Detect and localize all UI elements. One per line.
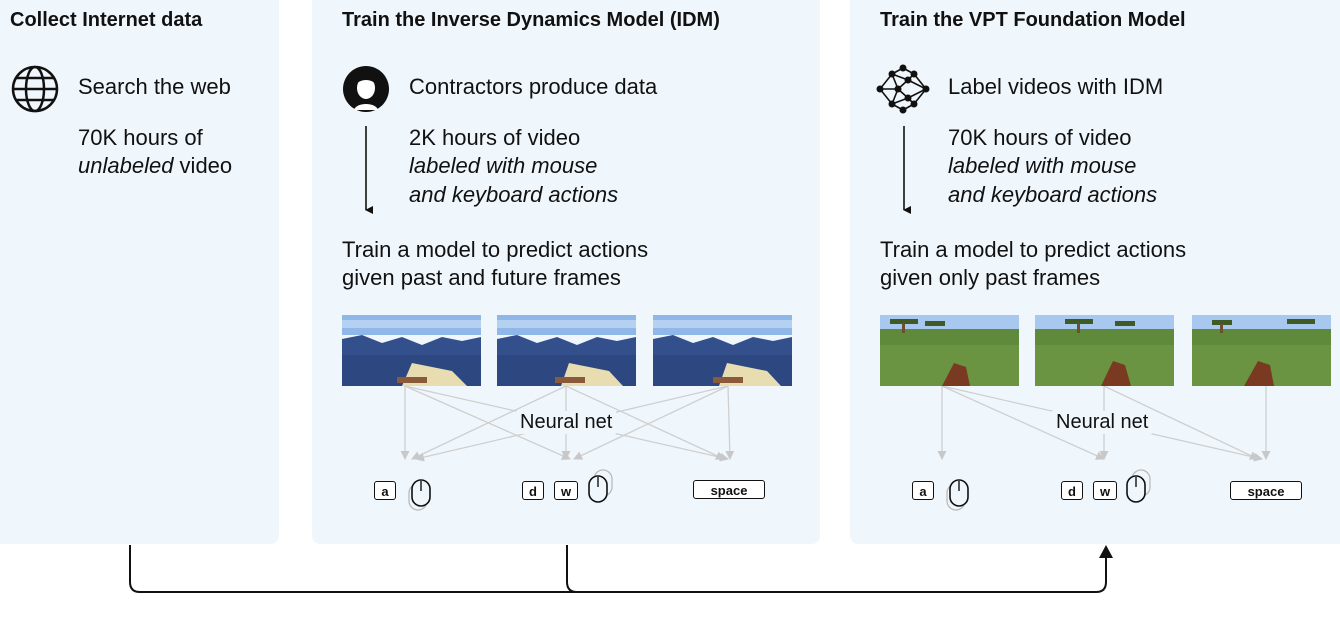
key-w: w	[554, 481, 578, 500]
vpt-frame-1	[880, 315, 1019, 386]
train-line-1: Train a model to predict actions	[342, 237, 649, 262]
labeled-line-1: labeled with mouse	[409, 153, 598, 178]
vpt-frame-3	[1192, 315, 1331, 386]
key-a: a	[912, 481, 934, 500]
hours-label: 70K hours of video	[948, 125, 1132, 150]
panel-title: Collect Internet data	[10, 9, 203, 31]
train-line-2: given only past frames	[880, 265, 1101, 290]
panel-title: Train the VPT Foundation Model	[880, 9, 1186, 31]
idm-frame-3	[653, 315, 792, 386]
key-space: space	[1230, 481, 1302, 500]
idm-frame-2	[497, 315, 636, 386]
step-label: Search the web	[78, 74, 231, 99]
panel-train-idm: Train the Inverse Dynamics Model (IDM) C…	[312, 0, 820, 544]
mouse-icon	[408, 479, 431, 511]
flow-arrowhead	[1099, 545, 1113, 558]
train-line-1: Train a model to predict actions	[880, 237, 1187, 262]
panel-train-vpt: Train the VPT Foundation Model Label vid…	[850, 0, 1340, 544]
key-space: space	[693, 480, 765, 499]
train-line-2: given past and future frames	[342, 265, 621, 290]
vpt-neural-net-label: Neural net	[1052, 411, 1153, 434]
step-label: Contractors produce data	[409, 74, 658, 99]
labeled-line-2: and keyboard actions	[409, 182, 619, 207]
mouse-icon	[1126, 469, 1151, 503]
contractor-avatar-icon	[343, 66, 389, 112]
idm-neural-net-label: Neural net	[516, 411, 617, 434]
flow-arrow-from-idm	[566, 545, 578, 593]
hours-label: 70K hours of	[78, 125, 203, 150]
flow-arrow-from-collect	[129, 545, 1107, 593]
panel-title: Train the Inverse Dynamics Model (IDM)	[342, 9, 720, 31]
network-icon	[876, 64, 930, 114]
labeled-line-2: and keyboard actions	[948, 182, 1158, 207]
panel-collect-data: Collect Internet data Search the web 70K…	[0, 0, 279, 544]
mouse-icon	[588, 469, 613, 503]
labeled-line-1: labeled with mouse	[948, 153, 1137, 178]
key-a: a	[374, 481, 396, 500]
key-d: d	[522, 481, 544, 500]
key-d: d	[1061, 481, 1083, 500]
unlabeled-video-label: unlabeled video	[78, 153, 233, 178]
globe-icon	[11, 65, 59, 113]
step-label: Label videos with IDM	[948, 74, 1164, 99]
vpt-frame-2	[1035, 315, 1174, 386]
mouse-icon	[946, 479, 969, 511]
key-w: w	[1093, 481, 1117, 500]
hours-label: 2K hours of video	[409, 125, 581, 150]
idm-frame-1	[342, 315, 481, 386]
